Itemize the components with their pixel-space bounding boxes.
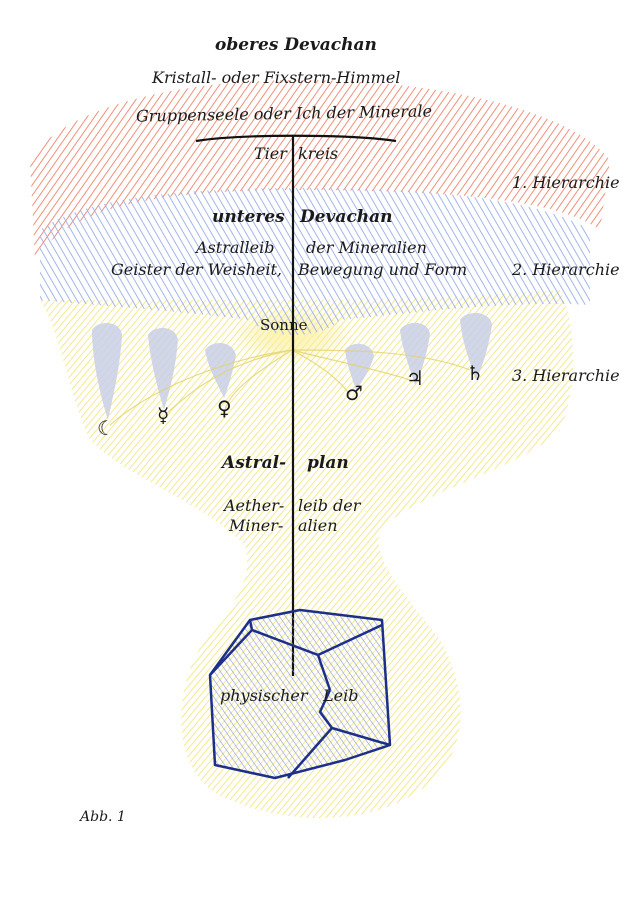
moon-icon: ☾ — [97, 416, 115, 440]
label-oberes-devachan: oberes Devachan — [215, 35, 377, 55]
top-arc — [195, 134, 397, 143]
blue-band — [40, 188, 590, 335]
label-fixstern-himmel: Kristall- oder Fixstern-Himmel — [152, 68, 401, 87]
label-geister-left: Geister der Weisheit, — [111, 260, 282, 279]
light-streams — [109, 349, 471, 426]
label-hierarchie-3: 3. Hierarchie — [512, 366, 620, 385]
figure-caption: Abb. 1 — [80, 809, 126, 825]
flame-shapes — [92, 313, 492, 420]
label-physischer-right: Leib — [323, 686, 359, 705]
label-sonne: Sonne — [260, 316, 308, 334]
venus-icon: ♀ — [217, 396, 232, 420]
label-astralleib-left: Astralleib — [196, 238, 275, 257]
label-geister-right: Bewegung und Form — [298, 260, 468, 279]
label-physischer-left: physischer — [220, 686, 308, 705]
label-miner-right: alien — [298, 516, 338, 535]
jupiter-icon: ♃ — [406, 366, 424, 390]
mercury-icon: ☿ — [157, 403, 170, 427]
label-unteres-left: unteres — [212, 207, 285, 227]
label-aether-right: leib der — [298, 496, 361, 515]
label-astral-left: Astral- — [222, 453, 287, 473]
label-miner-left: Miner- — [229, 516, 284, 535]
label-unteres-right: Devachan — [300, 207, 393, 227]
label-hierarchie-1: 1. Hierarchie — [512, 173, 620, 192]
label-astralleib-right: der Mineralien — [306, 238, 427, 257]
saturn-icon: ♄ — [466, 361, 484, 385]
label-astral-right: plan — [307, 453, 349, 473]
label-tierkreis-right: kreis — [298, 144, 339, 163]
red-band — [30, 80, 610, 260]
label-hierarchie-2: 2. Hierarchie — [512, 260, 620, 279]
label-aether-left: Aether- — [224, 496, 285, 515]
crystal-cube — [208, 608, 392, 780]
label-tierkreis-left: Tier — [254, 144, 287, 163]
mars-icon: ♂ — [345, 381, 363, 405]
